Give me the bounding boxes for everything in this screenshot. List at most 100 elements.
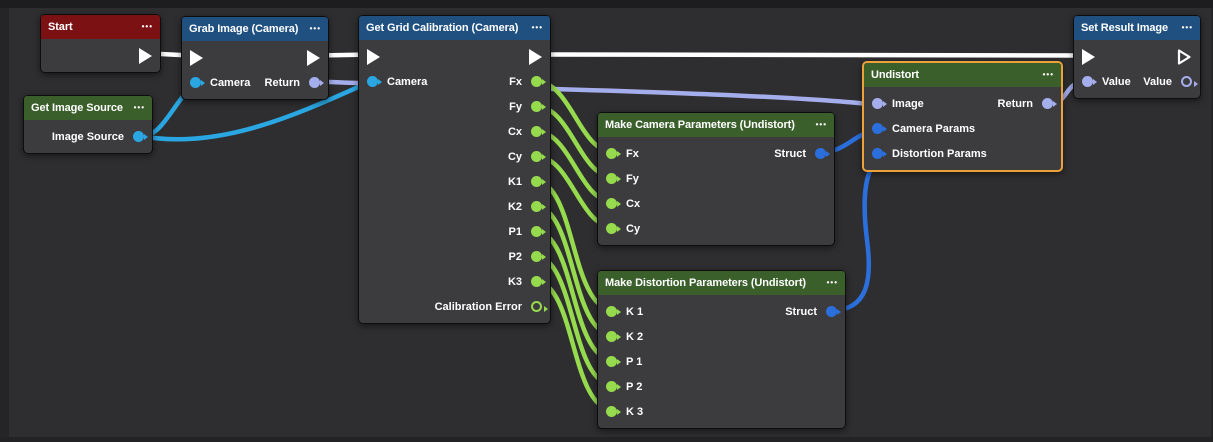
pin-label: Cx: [507, 125, 522, 138]
pin-label: Image Source: [51, 130, 124, 143]
pin-label: P 1: [626, 355, 643, 368]
k3-input-pin[interactable]: [606, 406, 621, 417]
value-input-pin[interactable]: [1082, 76, 1097, 87]
p2-output-pin[interactable]: [531, 251, 546, 262]
fy-input-pin[interactable]: [606, 173, 621, 184]
fx-input-pin[interactable]: [606, 148, 621, 159]
menu-icon[interactable]: •••: [1042, 70, 1054, 79]
node-undistort[interactable]: Undistort ••• Image Return Camera Params…: [862, 61, 1063, 172]
pin-label: Fx: [509, 75, 522, 88]
node-title: Get Grid Calibration (Camera): [366, 22, 519, 34]
struct-output-pin[interactable]: [815, 148, 830, 159]
pin-label: Calibration Error: [434, 300, 522, 313]
wire-exec-calibration-to-set-result[interactable]: [534, 52, 1089, 58]
node-header[interactable]: Start •••: [41, 15, 160, 39]
k2-input-pin[interactable]: [606, 331, 621, 342]
pin-label: K1: [507, 175, 522, 188]
pin-label: Cx: [626, 197, 641, 210]
pin-label: P1: [508, 225, 522, 238]
menu-icon[interactable]: •••: [141, 22, 153, 31]
cy-output-pin[interactable]: [531, 151, 546, 162]
cy-input-pin[interactable]: [606, 223, 621, 234]
pin-label: K2: [507, 200, 522, 213]
node-header[interactable]: Grab Image (Camera) •••: [182, 17, 328, 41]
pin-label: Return: [264, 76, 300, 89]
node-title: Undistort: [871, 69, 919, 81]
node-header[interactable]: Make Camera Parameters (Undistort) •••: [598, 113, 834, 137]
canvas-frame-left: [0, 8, 9, 437]
exec-in-pin[interactable]: [1082, 48, 1095, 65]
menu-icon[interactable]: •••: [1181, 23, 1193, 32]
node-header[interactable]: Get Grid Calibration (Camera) •••: [359, 16, 550, 40]
pin-label: Struct: [785, 305, 817, 318]
exec-out-pin[interactable]: [529, 48, 542, 65]
node-header[interactable]: Get Image Source •••: [24, 96, 152, 120]
node-header[interactable]: Make Distortion Parameters (Undistort) •…: [598, 271, 845, 295]
k3-output-pin[interactable]: [531, 276, 546, 287]
menu-icon[interactable]: •••: [815, 120, 827, 129]
canvas-frame-bottom: [0, 437, 1213, 442]
p1-output-pin[interactable]: [531, 226, 546, 237]
calibration-error-output-pin[interactable]: [531, 301, 548, 312]
menu-icon[interactable]: •••: [309, 24, 321, 33]
node-header[interactable]: Undistort •••: [864, 63, 1061, 87]
camera-input-pin[interactable]: [367, 76, 382, 87]
menu-icon[interactable]: •••: [826, 278, 838, 287]
node-title: Grab Image (Camera): [189, 23, 299, 35]
node-make-camera-parameters[interactable]: Make Camera Parameters (Undistort) ••• F…: [597, 112, 835, 246]
k1-output-pin[interactable]: [531, 176, 546, 187]
node-title: Make Camera Parameters (Undistort): [605, 119, 795, 131]
exec-in-pin[interactable]: [367, 48, 380, 65]
wire-image-source-to-calibration-camera[interactable]: [135, 78, 376, 142]
cx-output-pin[interactable]: [531, 126, 546, 137]
pin-label: K 1: [626, 305, 644, 318]
menu-icon[interactable]: •••: [531, 23, 543, 32]
node-get-grid-calibration[interactable]: Get Grid Calibration (Camera) ••• Camera…: [358, 15, 551, 324]
pin-label: Value: [1143, 75, 1172, 88]
return-output-pin[interactable]: [1042, 98, 1057, 109]
node-title: Start: [48, 21, 73, 33]
return-output-pin[interactable]: [309, 77, 324, 88]
pin-label: Camera Params: [892, 122, 976, 135]
image-source-output-pin[interactable]: [133, 131, 148, 142]
cx-input-pin[interactable]: [606, 198, 621, 209]
pin-label: Value: [1102, 75, 1131, 88]
menu-icon[interactable]: •••: [133, 103, 145, 112]
node-make-distortion-parameters[interactable]: Make Distortion Parameters (Undistort) •…: [597, 270, 846, 429]
pin-label: Struct: [774, 147, 806, 160]
distortion-params-input-pin[interactable]: [872, 148, 887, 159]
exec-out-pin[interactable]: [1176, 48, 1192, 66]
p1-input-pin[interactable]: [606, 356, 621, 367]
fx-output-pin[interactable]: [531, 76, 546, 87]
node-title: Set Result Image: [1081, 22, 1169, 34]
pin-label: P 2: [626, 380, 643, 393]
node-set-result-image[interactable]: Set Result Image ••• Value Value: [1073, 15, 1201, 99]
pin-label: Distortion Params: [892, 147, 987, 160]
struct-output-pin[interactable]: [826, 306, 841, 317]
exec-in-pin[interactable]: [190, 49, 203, 66]
pin-label: K3: [507, 275, 522, 288]
image-input-pin[interactable]: [872, 98, 887, 109]
value-output-pin[interactable]: [1181, 76, 1198, 87]
camera-input-pin[interactable]: [190, 77, 205, 88]
pin-label: Return: [997, 97, 1033, 110]
fy-output-pin[interactable]: [531, 101, 546, 112]
pin-label: Camera: [210, 76, 251, 89]
k2-output-pin[interactable]: [531, 201, 546, 212]
pin-label: Fx: [626, 147, 639, 160]
node-get-image-source[interactable]: Get Image Source ••• Image Source: [23, 95, 153, 154]
exec-out-pin[interactable]: [139, 47, 152, 64]
node-header[interactable]: Set Result Image •••: [1074, 16, 1200, 40]
node-grab-image[interactable]: Grab Image (Camera) ••• Camera Return: [181, 16, 329, 100]
node-title: Get Image Source: [31, 102, 123, 114]
canvas-frame-top: [0, 0, 1213, 8]
node-start[interactable]: Start •••: [40, 14, 161, 73]
exec-out-pin[interactable]: [307, 49, 320, 66]
k1-input-pin[interactable]: [606, 306, 621, 317]
p2-input-pin[interactable]: [606, 381, 621, 392]
camera-params-input-pin[interactable]: [872, 123, 887, 134]
pin-label: Fy: [509, 100, 522, 113]
wire-distortion-struct-to-undistort[interactable]: [828, 153, 884, 313]
pin-label: Image: [892, 97, 924, 110]
